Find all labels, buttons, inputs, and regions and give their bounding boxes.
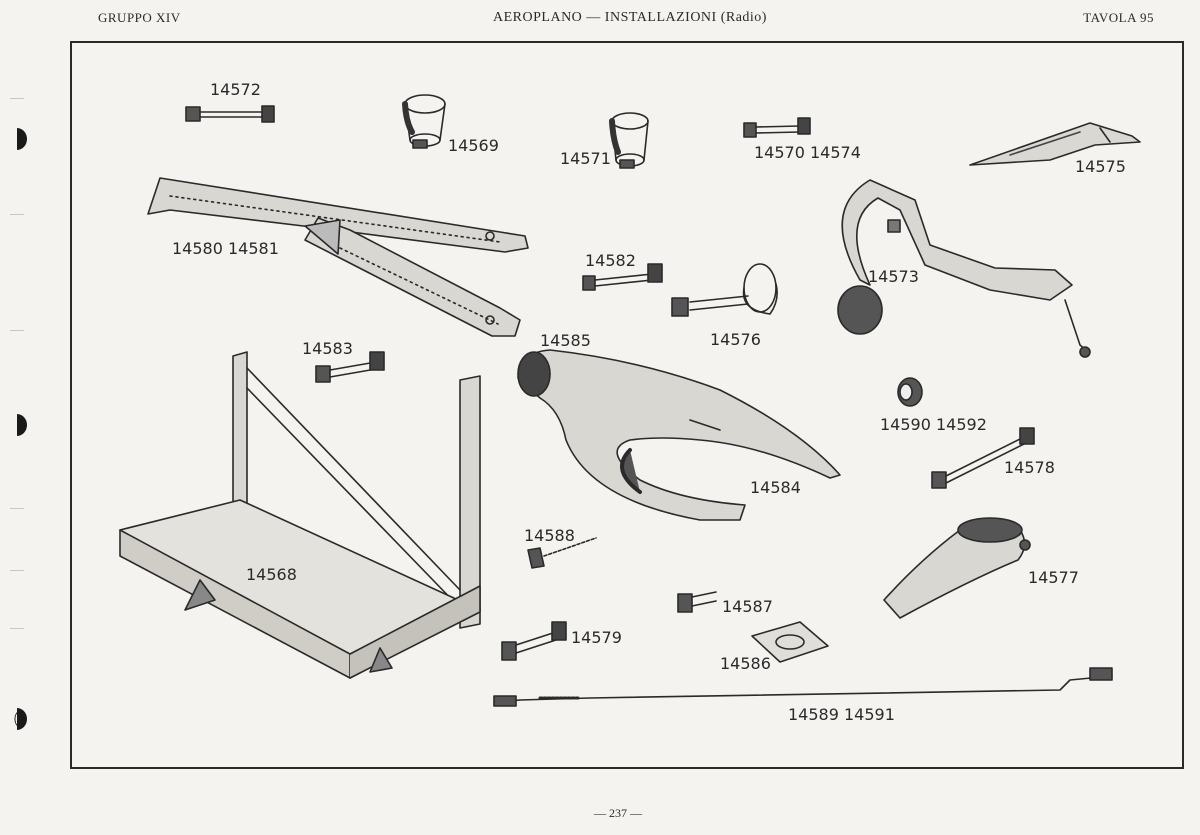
margin-tick	[10, 570, 24, 571]
part-14580-frame	[147, 177, 529, 337]
plate-number: TAVOLA 95	[1083, 10, 1154, 25]
label-14572: 14572	[210, 80, 261, 99]
drawing-frame	[70, 41, 1184, 769]
part-14577-fitting	[883, 517, 1031, 619]
part-14588-screw	[527, 537, 597, 569]
label-14584: 14584	[750, 478, 801, 497]
label-14589-14591: 14589 14591	[788, 705, 895, 724]
label-14579: 14579	[571, 628, 622, 647]
part-14589-cable	[493, 667, 1113, 707]
label-14576: 14576	[710, 330, 761, 349]
binder-hole	[14, 128, 28, 150]
label-14575: 14575	[1075, 157, 1126, 176]
part-14587-screw	[677, 591, 717, 613]
part-14582-bolt	[582, 263, 663, 291]
label-14578: 14578	[1004, 458, 1055, 477]
label-14573: 14573	[868, 267, 919, 286]
part-14583-bolt	[315, 351, 385, 383]
margin-tick	[10, 628, 24, 629]
label-14580-14581: 14580 14581	[172, 239, 279, 258]
part-14570-bolt	[743, 117, 811, 138]
part-14584-fairing	[517, 349, 841, 521]
label-14585: 14585	[540, 331, 591, 350]
margin-tick	[10, 214, 24, 215]
group-heading: GRUPPO XIV	[98, 10, 181, 25]
part-14569-clamp	[402, 94, 446, 149]
part-14586-plate	[751, 621, 829, 663]
part-14568-tray	[119, 351, 481, 679]
label-14569: 14569	[448, 136, 499, 155]
part-14579-bolt	[501, 621, 567, 661]
part-14571-clamp	[609, 112, 649, 169]
part-14578-bolt	[931, 427, 1035, 489]
plate-title: AEROPLANO — INSTALLAZIONI (Radio)	[493, 10, 767, 25]
margin-tick	[10, 98, 24, 99]
label-14590-14592: 14590 14592	[880, 415, 987, 434]
part-14572-bolt	[185, 105, 275, 123]
label-14588: 14588	[524, 526, 575, 545]
label-14577: 14577	[1028, 568, 1079, 587]
margin-tick	[10, 330, 24, 331]
part-14575-fairing	[969, 122, 1141, 166]
label-14583: 14583	[302, 339, 353, 358]
margin-tick	[10, 508, 24, 509]
label-14587: 14587	[722, 597, 773, 616]
page-number: — 237 —	[594, 806, 642, 820]
binder-hole	[14, 414, 28, 436]
binder-hole	[14, 708, 28, 730]
label-14568: 14568	[246, 565, 297, 584]
part-14590-knob	[897, 377, 923, 407]
label-14586: 14586	[720, 654, 771, 673]
part-14573-headphone	[837, 179, 1091, 358]
label-14582: 14582	[585, 251, 636, 270]
part-14576-bracket	[671, 263, 778, 317]
label-14571: 14571	[560, 149, 611, 168]
label-14570-14574: 14570 14574	[754, 143, 861, 162]
